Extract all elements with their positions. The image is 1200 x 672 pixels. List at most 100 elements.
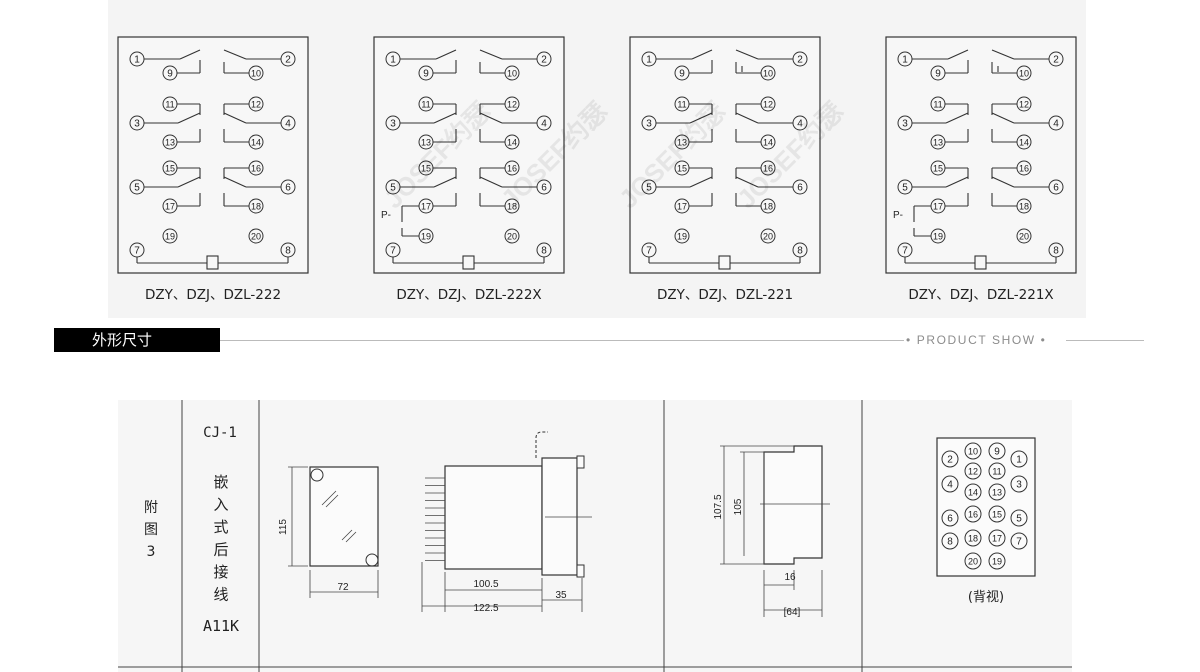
- terminal-18-label: 18: [251, 202, 261, 212]
- rear-pin-10: [964, 442, 982, 460]
- dimension-line: [341, 529, 353, 541]
- coil: [974, 255, 987, 270]
- terminal-16-label: 16: [251, 164, 261, 174]
- terminal-3-label: 3: [134, 119, 140, 130]
- dimension-line: [321, 490, 337, 506]
- rear-pin-label: 9: [994, 447, 1000, 458]
- rear-pin-label: 8: [947, 537, 953, 548]
- terminal-8-label: 8: [285, 246, 291, 257]
- terminal-8-label: 8: [797, 246, 803, 257]
- terminal-4-label: 4: [541, 119, 547, 130]
- diagram-caption: DZY、DZJ、DZL-221: [657, 287, 793, 303]
- diagram-frame: [885, 36, 1077, 274]
- rear-pin-15: [988, 505, 1006, 523]
- terminal-2-label: 2: [797, 55, 803, 66]
- terminal-10-label: 10: [763, 69, 773, 79]
- side-view-body: [444, 465, 543, 570]
- wire: [689, 112, 713, 124]
- rear-pin-label: 12: [968, 467, 978, 477]
- rear-pin-label: 5: [1016, 514, 1022, 525]
- diagram-caption: DZY、DZJ、DZL-221X: [908, 287, 1053, 303]
- terminal-11-label: 11: [677, 100, 686, 110]
- rear-pin-14: [964, 483, 982, 501]
- terminal-7-label: 7: [134, 246, 140, 257]
- side-view-flange: [541, 457, 578, 576]
- mount-type-char: 入: [213, 496, 228, 514]
- wire: [433, 112, 457, 124]
- p-minus-label: P-: [381, 210, 391, 221]
- terminal-10-label: 10: [507, 69, 517, 79]
- dimension-line: [325, 494, 339, 508]
- rear-pin-12: [964, 462, 982, 480]
- terminal-19-label: 19: [677, 232, 687, 242]
- dimension-label: 100.5: [473, 579, 498, 590]
- rear-pin-3: [1010, 475, 1028, 493]
- terminal-1-label: 1: [134, 55, 140, 66]
- diagram-frame: [629, 36, 821, 274]
- terminal-20-label: 20: [763, 232, 773, 242]
- terminal-13-label: 13: [933, 138, 943, 148]
- code-label: A11K: [203, 617, 239, 635]
- wire: [177, 176, 201, 188]
- terminal-8-label: 8: [1053, 246, 1059, 257]
- rear-pin-9: [988, 442, 1006, 460]
- side-label-char: 附: [144, 500, 158, 516]
- mount-type-char: 嵌: [213, 473, 228, 491]
- mount-hole: [310, 468, 324, 482]
- wire: [947, 49, 969, 60]
- rear-pin-8: [941, 532, 959, 550]
- terminal-13-label: 13: [677, 138, 687, 148]
- rear-pin-16: [964, 505, 982, 523]
- terminal-2-label: 2: [285, 55, 291, 66]
- coil: [718, 255, 731, 270]
- rear-pin-label: 18: [968, 534, 978, 544]
- terminal-1-label: 1: [390, 55, 396, 66]
- terminal-12-label: 12: [763, 100, 773, 110]
- coil: [462, 255, 475, 270]
- diagram-frame: [117, 36, 309, 274]
- wire: [945, 112, 969, 124]
- dimension-label: 72: [337, 582, 349, 593]
- rear-pin-17: [988, 529, 1006, 547]
- rear-pin-19: [988, 552, 1006, 570]
- terminal-17-label: 17: [677, 202, 687, 212]
- side-label-char: 3: [147, 544, 156, 560]
- terminal-5-label: 5: [902, 183, 908, 194]
- terminal-2-label: 2: [541, 55, 547, 66]
- dimension-label: 105: [733, 498, 744, 515]
- rear-pin-label: 4: [947, 480, 953, 491]
- wire: [479, 49, 503, 60]
- terminal-15-label: 15: [421, 164, 431, 174]
- wire: [223, 49, 247, 60]
- rear-pin-13: [988, 483, 1006, 501]
- terminal-12-label: 12: [251, 100, 261, 110]
- rear-pin-18: [964, 529, 982, 547]
- side-view-clip: [576, 455, 585, 469]
- terminal-16-label: 16: [507, 164, 517, 174]
- rear-view-block: [936, 437, 1036, 577]
- terminal-14-label: 14: [763, 138, 773, 148]
- terminal-12-label: 12: [507, 100, 517, 110]
- rear-pin-label: 16: [968, 510, 978, 520]
- terminal-14-label: 14: [1019, 138, 1029, 148]
- terminal-18-label: 18: [763, 202, 773, 212]
- dimension-label: 122.5: [473, 603, 498, 614]
- terminal-16-label: 16: [1019, 164, 1029, 174]
- terminal-9-label: 9: [679, 69, 685, 80]
- rear-pin-label: 10: [968, 447, 978, 457]
- wire: [945, 176, 969, 188]
- mount-type-char: 线: [213, 586, 228, 604]
- diagram-caption: DZY、DZJ、DZL-222: [145, 287, 281, 303]
- header-divider-right: [1066, 340, 1144, 341]
- terminal-15-label: 15: [165, 164, 175, 174]
- terminal-4-label: 4: [797, 119, 803, 130]
- terminal-3-label: 3: [646, 119, 652, 130]
- terminal-6-label: 6: [1053, 183, 1059, 194]
- outline-background: [118, 400, 1072, 672]
- dimension-label: [64]: [784, 607, 801, 618]
- terminal-20-label: 20: [1019, 232, 1029, 242]
